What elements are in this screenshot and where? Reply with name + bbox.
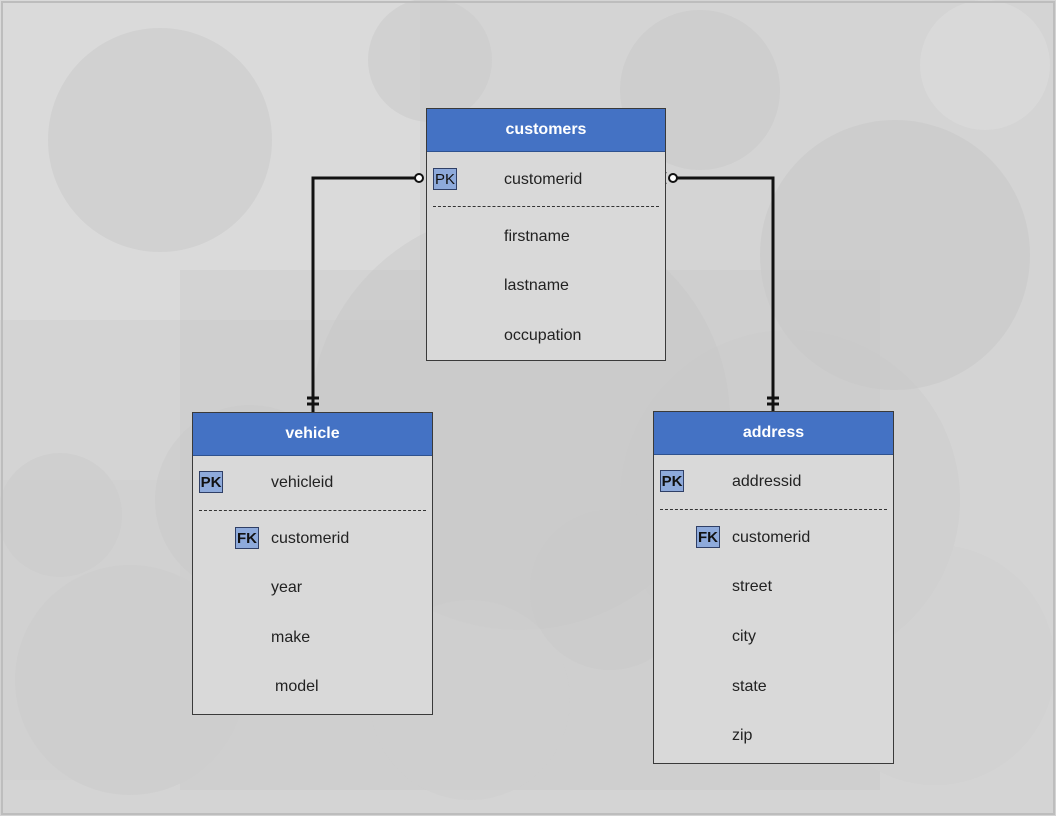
field-row: firstname [427,222,665,252]
entity-vehicle[interactable]: vehicle PK vehicleid FK customerid year … [192,412,433,715]
entity-address[interactable]: address PK addressid FK customerid stree… [653,411,894,764]
field-name: vehicleid [271,474,334,491]
field-row: year [193,573,432,603]
field-name: make [271,629,311,646]
field-name: customerid [504,171,583,188]
fk-badge: FK [696,526,720,548]
field-row: state [654,672,893,702]
field-name: street [732,578,773,595]
field-name: addressid [732,473,802,490]
field-name: state [732,678,767,695]
field-row: city [654,622,893,652]
field-row: lastname [427,271,665,301]
field-name: model [275,678,319,695]
field-row: model [193,672,432,702]
pk-badge: PK [660,470,684,492]
field-name: lastname [504,277,569,294]
fk-row: FK customerid [193,524,432,554]
entity-title: vehicle [193,413,432,456]
pk-row: PK addressid [654,467,893,497]
field-name: customerid [732,529,811,546]
field-name: occupation [504,327,582,344]
entity-title: address [654,412,893,455]
pk-badge: PK [199,471,223,493]
entity-title: customers [427,109,665,152]
field-row: zip [654,721,893,751]
key-divider [199,510,426,511]
pk-row: PK customerid [427,165,665,195]
key-divider [433,206,659,207]
fk-badge: FK [235,527,259,549]
field-name: zip [732,727,753,744]
field-row: make [193,623,432,653]
relationship-address-customers [659,171,779,412]
key-divider [660,509,887,510]
field-row: occupation [427,321,665,351]
field-name: year [271,579,303,596]
entity-customers[interactable]: customers PK customerid firstname lastna… [426,108,666,361]
field-name: customerid [271,530,350,547]
field-name: city [732,628,756,645]
fk-row: FK customerid [654,523,893,553]
pk-badge: PK [433,168,457,190]
pk-row: PK vehicleid [193,468,432,498]
relationship-vehicle-customers [307,171,434,412]
field-row: street [654,572,893,602]
field-name: firstname [504,228,570,245]
